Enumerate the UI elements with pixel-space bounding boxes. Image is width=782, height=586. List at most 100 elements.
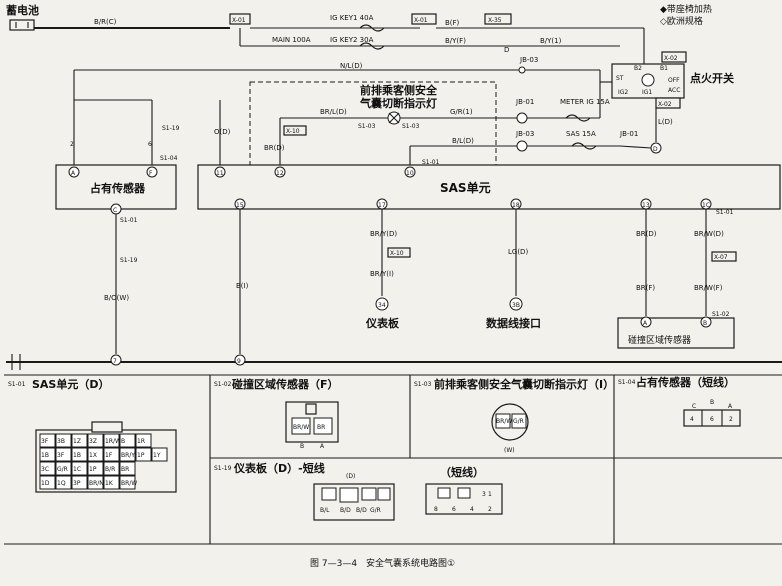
sas-pin-cell [71, 447, 88, 462]
svg-text:S1-01: S1-01 [422, 159, 440, 166]
connector-x01-top [229, 13, 251, 25]
wire-bry: BR/Y(D) [370, 230, 397, 238]
sas-pin-cell [39, 461, 56, 476]
svg-text:X-07: X-07 [714, 254, 728, 261]
connector-x01 [411, 13, 437, 25]
sas-unit [197, 164, 781, 210]
sas-pin-cell [103, 461, 120, 476]
svg-text:BR/W: BR/W [496, 418, 512, 425]
panel-sas-title: SAS单元（D） [32, 377, 110, 391]
sas-pin-label: 1B [41, 452, 49, 459]
sas-pin-label: 3Z [89, 438, 97, 445]
fuse-main: MAIN 100A [272, 36, 311, 44]
svg-text:3B: 3B [512, 302, 520, 309]
sas-pin-cell [103, 433, 120, 448]
panel-ip-title: 仪表板（D）-短线 [233, 461, 325, 475]
svg-text:S1-01: S1-01 [120, 217, 138, 224]
sas-pin-label: 1B [73, 452, 81, 459]
panel-short-title: （短线） [440, 465, 484, 479]
svg-text:F: F [149, 170, 153, 177]
wire-d: D [504, 46, 509, 54]
svg-text:X-10: X-10 [390, 250, 404, 257]
wire-by: B/Y(F) [445, 37, 466, 45]
svg-text:2: 2 [729, 416, 733, 423]
svg-text:X-35: X-35 [488, 17, 502, 24]
sas-pin-cell [103, 475, 120, 490]
svg-text:S1-04: S1-04 [160, 155, 178, 162]
sas-pin-label: 3B [57, 438, 65, 445]
wire-brwf: BR/W(F) [694, 284, 723, 292]
wire-gr: G/R(1) [450, 108, 473, 116]
fuse-ig-key2: IG KEY2 30A [330, 36, 374, 44]
sas-pin-label: 1Y [153, 452, 161, 459]
panel-sas-code: S1-01 [8, 381, 26, 388]
sas-pin-cell [151, 447, 168, 462]
svg-text:S1-01: S1-01 [716, 209, 734, 216]
wire-brwd: BR/W(D) [694, 230, 724, 238]
wire-bf: B(F) [445, 19, 460, 27]
wire-ld: L(D) [658, 118, 673, 126]
svg-text:A: A [320, 443, 325, 450]
sas-pin-label: 1R [137, 438, 145, 445]
svg-text:X-02: X-02 [658, 101, 672, 108]
svg-text:13: 13 [642, 202, 650, 209]
svg-text:4: 4 [470, 506, 474, 513]
sas-pin-label: 3F [57, 452, 65, 459]
svg-text:B2: B2 [634, 65, 642, 72]
svg-text:1C: 1C [702, 202, 710, 209]
svg-text:9: 9 [237, 358, 241, 365]
sas-pin-label: 3P [73, 480, 81, 487]
sas-pin-label: 3C [41, 466, 49, 473]
svg-text:G/R: G/R [513, 418, 524, 425]
sas-pin-label: 1Z [73, 438, 81, 445]
wire-bl: B/L(D) [452, 137, 474, 145]
sas-pin-cell [87, 461, 104, 476]
svg-text:4: 4 [690, 416, 694, 423]
svg-text:18: 18 [512, 202, 520, 209]
sas-pin-cell [119, 433, 136, 448]
sas-pin-label: 1C [73, 466, 81, 473]
sas-pin-label: B [121, 438, 125, 445]
panel-occ-code: S1-04 [618, 379, 636, 386]
wire-lg: LG(D) [508, 248, 528, 256]
wire-boy: B/O(W) [104, 294, 129, 302]
svg-text:15: 15 [236, 202, 244, 209]
svg-text:(W): (W) [504, 447, 515, 454]
sas-pin-cell [135, 433, 152, 448]
svg-text:B: B [703, 320, 707, 327]
svg-text:3: 3 [482, 491, 486, 498]
svg-text:2: 2 [70, 141, 74, 148]
sas-pin-cell [119, 461, 136, 476]
svg-text:S1-03: S1-03 [402, 123, 420, 130]
svg-text:1: 1 [488, 491, 492, 498]
svg-text:B/D: B/D [356, 507, 367, 514]
svg-text:X-01: X-01 [414, 17, 428, 24]
svg-text:B: B [300, 443, 304, 450]
sas-pin-cell [119, 447, 136, 462]
sas-pin-label: BR/W [121, 480, 137, 487]
panel-crash-code: S1-02 [214, 381, 232, 388]
figure-caption: 图 7—3—4 安全气囊系统电路图① [310, 557, 455, 569]
sas-pin-cell [55, 433, 72, 448]
svg-text:C: C [113, 207, 117, 214]
connector-x07 [711, 251, 737, 262]
sas-pin-label: 1F [105, 452, 113, 459]
sas-pin-cell [71, 475, 88, 490]
sas-pin-label: 1Q [57, 480, 66, 487]
occ-connector [683, 409, 741, 427]
svg-text:6: 6 [710, 416, 714, 423]
connector-x02 [655, 97, 681, 109]
svg-text:7: 7 [113, 358, 117, 365]
sas-pin-label: B/R [105, 466, 115, 473]
wire-od: O(D) [214, 128, 231, 136]
svg-text:B/L: B/L [320, 507, 330, 514]
wire-bb: B(I) [236, 282, 249, 290]
sas-pin-cell [135, 447, 152, 462]
wire-brl: BR/L(D) [320, 108, 347, 116]
sas-pin-label: BR [121, 466, 129, 473]
svg-text:BR/W: BR/W [293, 424, 309, 431]
panel-crash-title: 碰撞区域传感器（F） [232, 377, 339, 391]
sas-pin-cell [87, 475, 104, 490]
